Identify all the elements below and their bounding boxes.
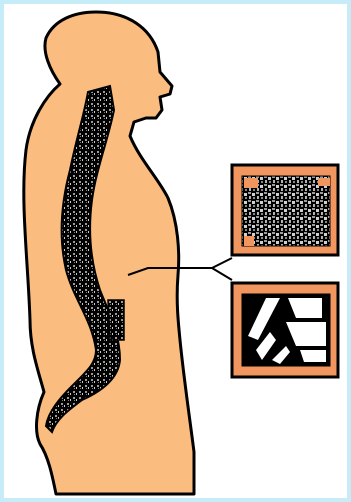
lumbar-bone (108, 300, 124, 340)
detail-box-porous-bone (232, 165, 338, 255)
illustration-canvas (4, 4, 347, 498)
detail-box-healthy-bone (232, 283, 338, 377)
osteoporosis-illustration (4, 4, 347, 498)
